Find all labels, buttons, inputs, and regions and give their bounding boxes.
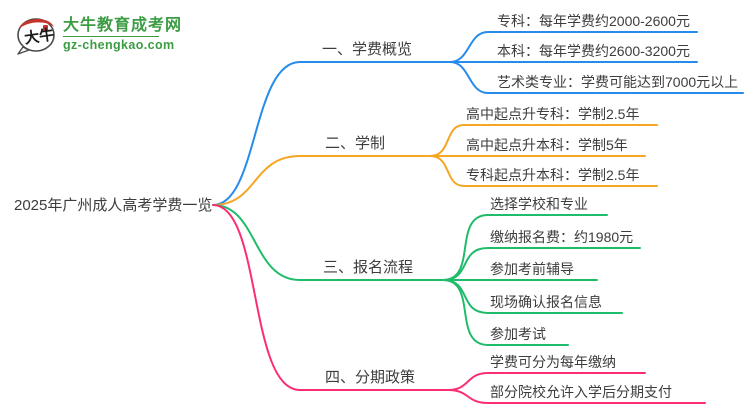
branch-curve-installment xyxy=(212,204,449,391)
leaf-node: 专科：每年学费约2000-2600元 xyxy=(497,13,690,29)
logo-text-block: 大牛教育成考网 gz-chengkao.com xyxy=(63,10,182,52)
leaf-curve xyxy=(449,31,698,63)
logo-separator xyxy=(63,36,159,37)
branch-label-duration: 二、学制 xyxy=(325,135,386,152)
leaf-curve xyxy=(442,247,641,281)
leaf-node: 选择学校和专业 xyxy=(490,196,588,212)
logo-icon-text: 大牛 xyxy=(23,25,55,47)
branch-curve-registration xyxy=(212,204,444,281)
leaf-curve xyxy=(442,279,569,346)
leaf-curve xyxy=(449,61,744,94)
leaf-node: 部分院校允许入学后分期支付 xyxy=(490,384,672,400)
branch-curve-duration xyxy=(212,155,431,206)
branch-label-installment: 四、分期政策 xyxy=(325,369,416,386)
leaf-node: 学费可分为每年缴纳 xyxy=(490,354,616,370)
leaf-node: 专科起点升本科：学制2.5年 xyxy=(466,167,640,183)
leaf-node: 现场确认报名信息 xyxy=(490,294,602,310)
leaf-node: 高中起点升本科：学制5年 xyxy=(466,137,628,153)
leaf-node: 本科：每年学费约2600-3200元 xyxy=(497,43,690,59)
leaf-curve xyxy=(447,389,706,404)
leaf-curve xyxy=(429,155,658,187)
branch-label-registration: 三、报名流程 xyxy=(323,259,414,276)
leaf-node: 参加考前辅导 xyxy=(490,261,574,277)
leaf-node: 高中起点升专科：学制2.5年 xyxy=(466,106,640,122)
logo-domain: gz-chengkao.com xyxy=(63,38,175,52)
leaf-node: 参加考试 xyxy=(490,326,546,342)
logo-bubble-icon: 大牛 xyxy=(17,18,55,55)
leaf-node: 艺术类专业：学费可能达到7000元以上 xyxy=(497,74,739,90)
branch-label-fees: 一、学费概览 xyxy=(322,41,413,58)
leaf-curve xyxy=(429,124,658,157)
branch-curve-fees xyxy=(212,61,451,206)
leaf-node: 缴纳报名费：约1980元 xyxy=(490,229,634,245)
site-logo: 大牛 大牛教育成考网 gz-chengkao.com xyxy=(13,10,182,56)
leaf-curve xyxy=(442,214,608,281)
root-topic: 2025年广州成人高考学费一览 xyxy=(14,197,213,214)
logo-title: 大牛教育成考网 xyxy=(63,17,183,34)
